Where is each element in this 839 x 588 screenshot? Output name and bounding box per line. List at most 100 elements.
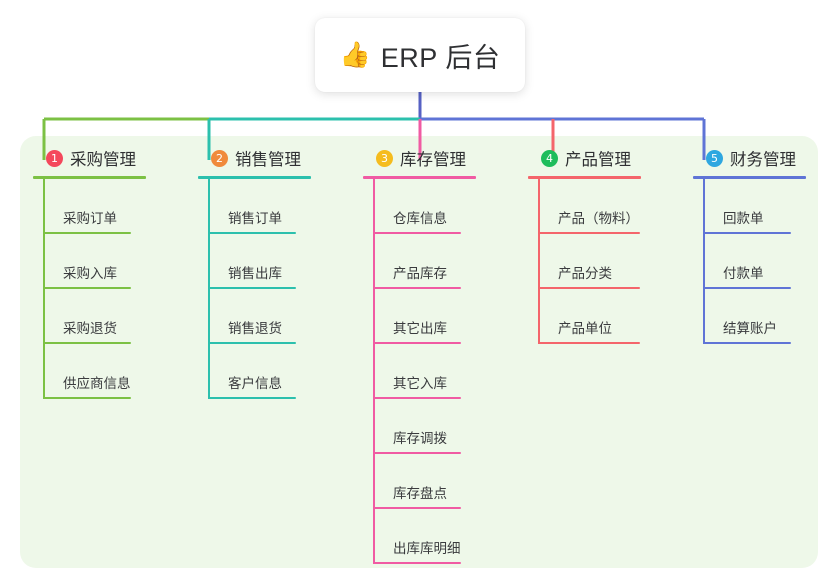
branch-spine xyxy=(538,179,540,344)
branch-item[interactable]: 仓库信息 xyxy=(363,179,476,234)
branch-item[interactable]: 产品分类 xyxy=(528,234,641,289)
branch-item-list: 销售订单销售出库销售退货客户信息 xyxy=(198,179,311,399)
branch-header-underline xyxy=(693,176,806,179)
branch-number-badge: 3 xyxy=(376,149,393,167)
branch-item-label: 产品分类 xyxy=(558,266,612,281)
branch-item-underline xyxy=(208,232,296,234)
branch-header-5[interactable]: 5 财务管理 xyxy=(693,146,806,170)
branch-item-label: 库存盘点 xyxy=(393,486,447,501)
branch-header-underline xyxy=(363,176,476,179)
root-node[interactable]: 👍 ERP 后台 xyxy=(315,18,525,92)
branch-item-underline xyxy=(43,287,131,289)
branch-item-label: 产品（物料） xyxy=(558,211,639,226)
root-node-title: ERP 后台 xyxy=(380,42,501,73)
branch-column-2: 2 销售管理销售订单销售出库销售退货客户信息 xyxy=(198,146,311,399)
branch-item[interactable]: 销售退货 xyxy=(198,289,311,344)
branch-item-label: 客户信息 xyxy=(228,376,282,391)
branch-number-badge: 5 xyxy=(706,149,723,167)
branch-item-label: 库存调拨 xyxy=(393,431,447,446)
branch-item-underline xyxy=(373,507,461,509)
branch-item[interactable]: 产品单位 xyxy=(528,289,641,344)
branch-item-underline xyxy=(43,342,131,344)
branch-item[interactable]: 客户信息 xyxy=(198,344,311,399)
thumbs-up-icon: 👍 xyxy=(339,40,371,69)
branch-column-1: 1 采购管理采购订单采购入库采购退货供应商信息 xyxy=(33,146,146,399)
branch-header-1[interactable]: 1 采购管理 xyxy=(33,146,146,170)
branch-number-badge: 1 xyxy=(46,149,63,167)
branch-item-label: 采购退货 xyxy=(63,321,117,336)
branch-item-label: 供应商信息 xyxy=(63,376,131,391)
branch-item-list: 回款单付款单结算账户 xyxy=(693,179,806,344)
branch-spine xyxy=(373,179,375,564)
branch-item-label: 付款单 xyxy=(723,266,764,281)
branch-item-underline xyxy=(703,342,791,344)
branch-item-underline xyxy=(208,287,296,289)
branch-column-5: 5 财务管理回款单付款单结算账户 xyxy=(693,146,806,344)
branch-item[interactable]: 出库库明细 xyxy=(363,509,476,564)
branch-item[interactable]: 结算账户 xyxy=(693,289,806,344)
branch-column-3: 3 库存管理仓库信息产品库存其它出库其它入库库存调拨库存盘点出库库明细 xyxy=(363,146,476,564)
branch-item-list: 仓库信息产品库存其它出库其它入库库存调拨库存盘点出库库明细 xyxy=(363,179,476,564)
branch-item-underline xyxy=(373,342,461,344)
branch-item[interactable]: 其它出库 xyxy=(363,289,476,344)
branch-item-label: 销售出库 xyxy=(228,266,282,281)
branch-item[interactable]: 库存盘点 xyxy=(363,454,476,509)
branch-item-underline xyxy=(43,232,131,234)
branch-item[interactable]: 付款单 xyxy=(693,234,806,289)
branch-item-underline xyxy=(373,397,461,399)
branch-item-underline xyxy=(538,287,640,289)
branch-item[interactable]: 供应商信息 xyxy=(33,344,146,399)
branch-title: 库存管理 xyxy=(400,151,466,169)
branch-item-label: 销售订单 xyxy=(228,211,282,226)
branch-item-list: 采购订单采购入库采购退货供应商信息 xyxy=(33,179,146,399)
branch-title: 财务管理 xyxy=(730,151,796,169)
branch-item[interactable]: 库存调拨 xyxy=(363,399,476,454)
branch-spine xyxy=(208,179,210,399)
branch-title: 产品管理 xyxy=(565,151,631,169)
branch-header-underline xyxy=(528,176,641,179)
branch-number-badge: 4 xyxy=(541,149,558,167)
root-node-content: 👍 ERP 后台 xyxy=(340,36,501,75)
branch-item-list: 产品（物料） 产品分类产品单位 xyxy=(528,179,641,344)
branch-item[interactable]: 采购订单 xyxy=(33,179,146,234)
branch-item-underline xyxy=(373,232,461,234)
branches-panel xyxy=(20,136,818,568)
branch-title: 销售管理 xyxy=(235,151,301,169)
branch-item[interactable]: 产品库存 xyxy=(363,234,476,289)
branch-header-3[interactable]: 3 库存管理 xyxy=(363,146,476,170)
branch-spine xyxy=(43,179,45,399)
branch-item-label: 其它入库 xyxy=(393,376,447,391)
branch-item-label: 销售退货 xyxy=(228,321,282,336)
branch-item[interactable]: 采购退货 xyxy=(33,289,146,344)
branch-header-underline xyxy=(198,176,311,179)
branch-item-label: 采购订单 xyxy=(63,211,117,226)
branch-spine xyxy=(703,179,705,344)
branch-item-label: 产品库存 xyxy=(393,266,447,281)
branch-item-label: 回款单 xyxy=(723,211,764,226)
branch-item-label: 仓库信息 xyxy=(393,211,447,226)
branch-header-4[interactable]: 4 产品管理 xyxy=(528,146,641,170)
branch-item[interactable]: 回款单 xyxy=(693,179,806,234)
branch-item-underline xyxy=(538,342,640,344)
branch-header-2[interactable]: 2 销售管理 xyxy=(198,146,311,170)
branch-item-label: 产品单位 xyxy=(558,321,612,336)
branch-item-label: 出库库明细 xyxy=(393,541,461,556)
branch-item-underline xyxy=(43,397,131,399)
branch-item[interactable]: 其它入库 xyxy=(363,344,476,399)
branch-item-underline xyxy=(373,287,461,289)
branch-item-underline xyxy=(703,287,791,289)
branch-item-underline xyxy=(703,232,791,234)
branch-item[interactable]: 采购入库 xyxy=(33,234,146,289)
branch-item-label: 结算账户 xyxy=(723,321,777,336)
branch-item[interactable]: 产品（物料） xyxy=(528,179,641,234)
branch-item-underline xyxy=(208,397,296,399)
branch-item[interactable]: 销售订单 xyxy=(198,179,311,234)
branch-title: 采购管理 xyxy=(70,151,136,169)
branch-header-underline xyxy=(33,176,146,179)
branch-item-underline xyxy=(373,562,461,564)
branch-item[interactable]: 销售出库 xyxy=(198,234,311,289)
branch-number-badge: 2 xyxy=(211,149,228,167)
branch-item-underline xyxy=(208,342,296,344)
branch-item-underline xyxy=(373,452,461,454)
